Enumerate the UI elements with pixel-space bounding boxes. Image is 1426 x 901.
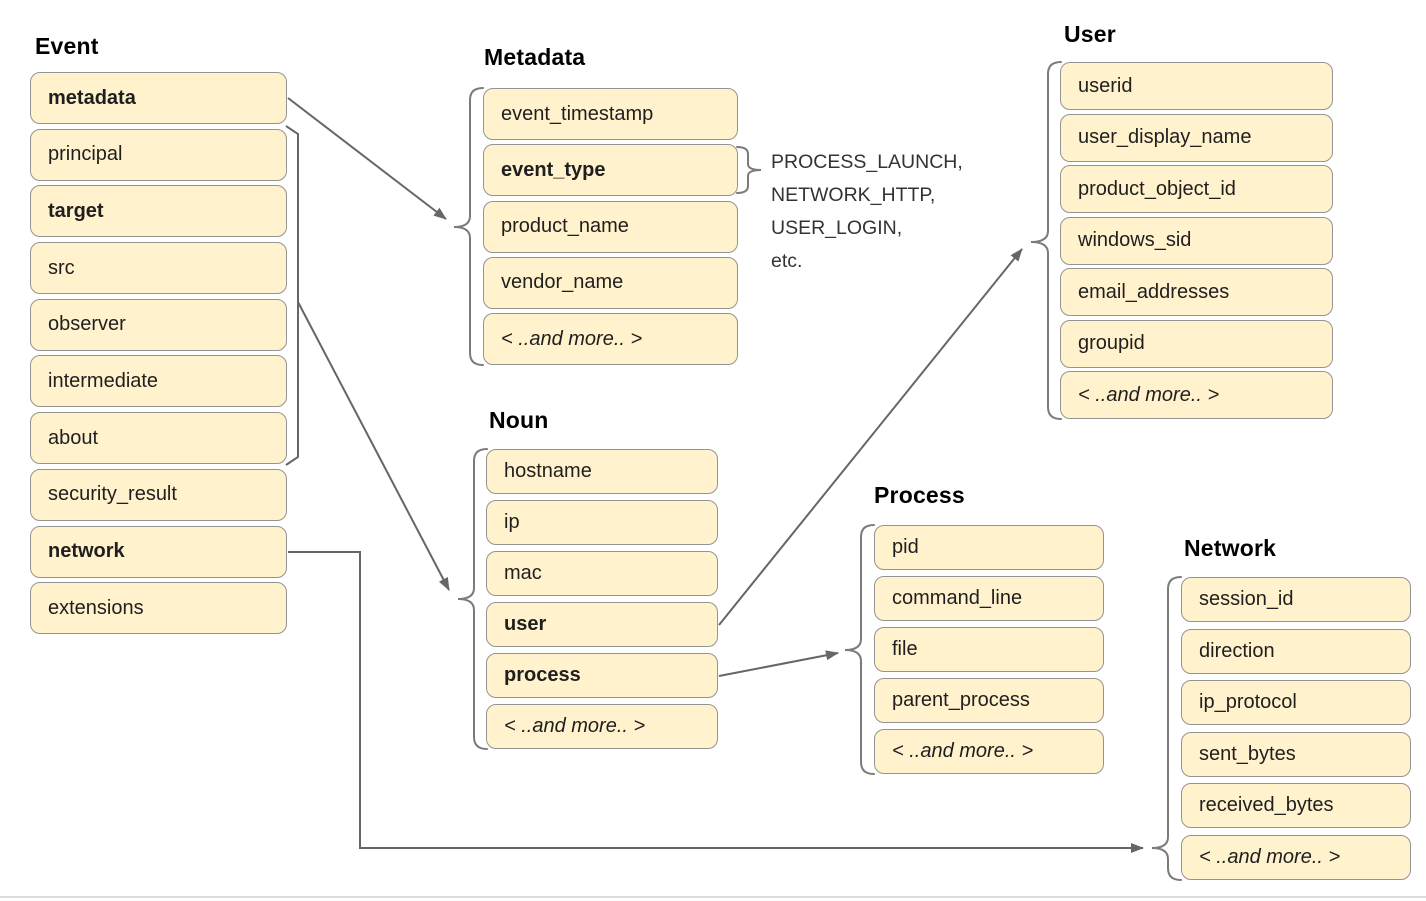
event-field-target: target [30,185,287,238]
noun-field-and-more: < ..and more.. > [486,704,718,749]
network-field-and-more: < ..and more.. > [1181,834,1411,880]
event-field-network: network [30,525,287,578]
brace-metadata-group [453,87,484,366]
event-type-examples: PROCESS_LAUNCH, NETWORK_HTTP, USER_LOGIN… [771,146,963,278]
event-type-example: USER_LOGIN, [771,217,903,239]
event-group-title: Event [35,33,99,59]
noun-field-process: process [486,653,718,698]
brace-user-group [1030,61,1062,420]
brace-process-group [844,524,875,775]
arrow-metadata [287,97,447,220]
event-field-intermediate: intermediate [30,355,287,408]
user-field-email-addresses: email_addresses [1060,268,1333,316]
event-type-example: PROCESS_LAUNCH, [771,151,963,173]
network-field-direction: direction [1181,628,1411,674]
process-field-command-line: command_line [874,576,1104,621]
noun-field-user: user [486,602,718,647]
process-group-title: Process [874,482,965,508]
network-field-session-id: session_id [1181,577,1411,622]
event-field-src: src [30,242,287,295]
brace-network-group [1151,576,1182,881]
process-field-parent-process: parent_process [874,678,1104,723]
metadata-field-product-name: product_name [483,200,738,253]
metadata-group: event_timestamp event_type product_name … [483,88,738,369]
network-field-received-bytes: received_bytes [1181,783,1411,829]
user-group-title: User [1064,21,1116,47]
process-field-file: file [874,627,1104,672]
arrow-process [718,650,839,677]
metadata-field-event-type: event_type [483,144,738,197]
noun-field-ip: ip [486,500,718,545]
user-field-windows-sid: windows_sid [1060,216,1333,265]
user-field-product-object-id: product_object_id [1060,165,1333,213]
event-field-about: about [30,412,287,465]
user-group: userid user_display_name product_object_… [1060,62,1333,423]
process-field-and-more: < ..and more.. > [874,729,1104,774]
event-field-extensions: extensions [30,582,287,635]
event-type-example: etc. [771,250,803,272]
metadata-field-event-timestamp: event_timestamp [483,88,738,140]
brace-noun-group [457,448,488,750]
event-field-metadata: metadata [30,72,287,124]
event-group: metadata principal target src observer i… [30,72,287,639]
user-field-user-display-name: user_display_name [1060,113,1333,162]
network-field-ip-protocol: ip_protocol [1181,680,1411,726]
network-group-title: Network [1184,535,1277,561]
brace-event-type-examples [736,146,762,194]
user-field-groupid: groupid [1060,319,1333,368]
bracket-event-nouns [285,125,299,466]
noun-field-hostname: hostname [486,449,718,494]
metadata-field-vendor-name: vendor_name [483,256,738,309]
metadata-group-title: Metadata [484,44,586,70]
noun-field-mac: mac [486,551,718,596]
noun-group: hostname ip mac user process < ..and mor… [486,449,718,755]
event-type-example: NETWORK_HTTP, [771,184,936,206]
metadata-field-and-more: < ..and more.. > [483,313,738,366]
network-group: session_id direction ip_protocol sent_by… [1181,577,1411,887]
network-field-sent-bytes: sent_bytes [1181,731,1411,777]
user-field-userid: userid [1060,62,1333,110]
event-field-principal: principal [30,128,287,181]
event-field-observer: observer [30,298,287,351]
event-field-security-result: security_result [30,468,287,521]
noun-group-title: Noun [489,407,549,433]
arrow-noun [297,301,450,591]
bottom-divider [0,896,1426,898]
process-field-pid: pid [874,525,1104,570]
process-group: pid command_line file parent_process < .… [874,525,1104,780]
user-field-and-more: < ..and more.. > [1060,371,1333,419]
